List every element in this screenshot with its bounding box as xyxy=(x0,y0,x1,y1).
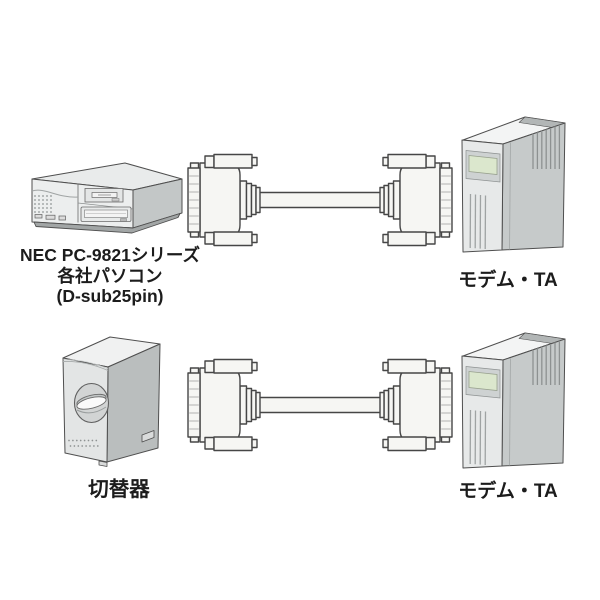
modem-ta-bottom-label: モデム・TA xyxy=(458,481,558,502)
pc-label-line3: (D-sub25pin) xyxy=(56,286,164,306)
pc-label-line2: 各社パソコン xyxy=(57,265,163,286)
vent-dots xyxy=(68,439,99,447)
switch-box-illustration xyxy=(62,336,161,467)
modem-ta-bottom-illustration xyxy=(452,328,572,473)
vent-dots xyxy=(34,195,52,213)
desktop-pc-illustration xyxy=(31,162,183,234)
pc-label: NEC PC-9821シリーズ 各社パソコン (D-sub25pin) xyxy=(8,245,212,307)
serial-cable-top-illustration xyxy=(185,150,455,250)
serial-cable-bottom-illustration xyxy=(185,355,455,455)
pc-label-line1: NEC PC-9821シリーズ xyxy=(19,245,200,265)
modem-ta-top-label: モデム・TA xyxy=(458,270,558,291)
cd-drive xyxy=(80,206,132,222)
rotary-dial xyxy=(73,382,110,424)
front-buttons xyxy=(34,214,66,221)
floppy-drive xyxy=(84,188,124,203)
switch-box-label: 切替器 xyxy=(88,478,150,501)
modem-ta-top-illustration xyxy=(452,112,572,257)
